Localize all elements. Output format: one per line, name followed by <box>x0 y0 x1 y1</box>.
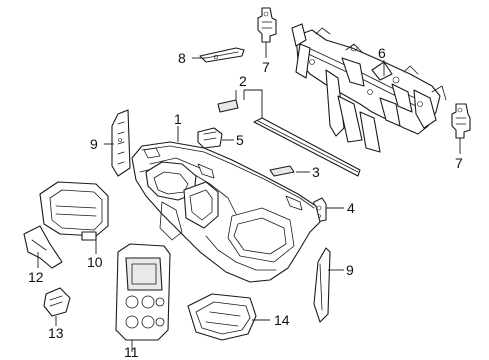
support-bracket-upper <box>257 7 277 43</box>
callout-11: 11 <box>124 344 139 360</box>
molding-trim <box>199 47 245 63</box>
molding-strip <box>217 99 361 177</box>
callout-9-left: 9 <box>90 136 98 152</box>
callout-labels: 1 2 3 4 5 6 7 7 8 9 9 10 11 12 13 14 <box>28 45 463 360</box>
callout-4: 4 <box>347 200 355 216</box>
glove-box-liner <box>187 293 257 341</box>
callout-13: 13 <box>48 325 64 341</box>
callout-12: 12 <box>28 269 44 285</box>
end-cover <box>197 127 223 149</box>
cluster-bezel <box>39 181 109 241</box>
side-cover-left <box>111 109 131 177</box>
callout-2: 2 <box>239 73 247 89</box>
instrument-panel <box>131 141 321 283</box>
support-bracket-lower <box>451 103 471 139</box>
cross-car-beam <box>291 23 447 153</box>
small-trim <box>269 165 295 177</box>
callout-10: 10 <box>87 254 103 270</box>
callout-6: 6 <box>378 45 386 61</box>
callout-5: 5 <box>236 132 244 148</box>
callout-8: 8 <box>178 50 186 66</box>
callout-7-upper: 7 <box>262 59 270 75</box>
lower-bracket <box>43 287 71 317</box>
callout-1: 1 <box>174 111 182 127</box>
side-cover-right <box>313 247 331 323</box>
leader-lines <box>37 42 461 352</box>
callout-9-right: 9 <box>346 262 354 278</box>
trim-panel <box>23 225 63 269</box>
leader-2 <box>235 89 263 118</box>
callout-14: 14 <box>274 312 290 328</box>
center-bezel <box>115 243 171 341</box>
callout-3: 3 <box>312 164 320 180</box>
callout-7-right: 7 <box>455 155 463 171</box>
